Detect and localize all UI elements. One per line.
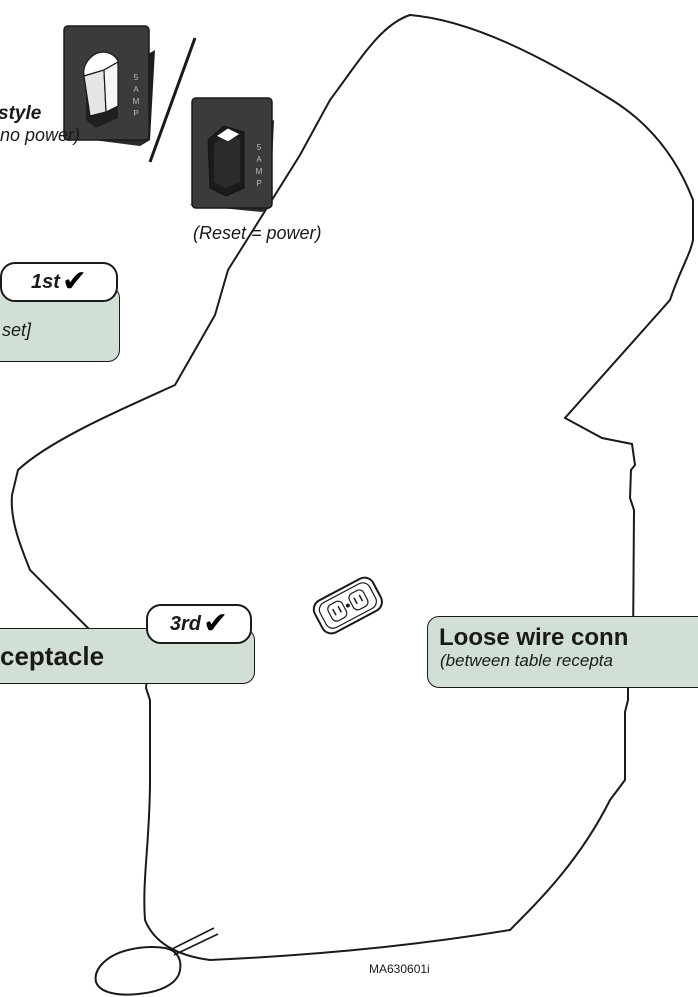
svg-text:A: A	[133, 85, 139, 94]
checkmark-icon: ✔	[61, 264, 88, 299]
breaker-switch-reset: 5 A M P	[190, 97, 274, 212]
svg-text:P: P	[133, 109, 138, 118]
badge-1st: 1st ✔	[0, 262, 118, 302]
switch-style-title: style	[0, 103, 42, 124]
callout-1st-text: set]	[2, 320, 32, 340]
figure-id: MA630601i	[369, 962, 430, 976]
amp-rating-label-1: 5	[134, 73, 139, 82]
svg-text:M: M	[256, 167, 263, 176]
callout-loose-wire-title: Loose wire conn	[439, 624, 629, 651]
separator-slash	[148, 37, 197, 163]
svg-text:5: 5	[257, 143, 262, 152]
pedal-cord-a	[169, 927, 215, 951]
svg-text:A: A	[256, 155, 262, 164]
foot-pedal	[94, 945, 182, 996]
badge-1st-label: 1st	[30, 270, 60, 293]
svg-text:P: P	[256, 179, 261, 188]
callout-3rd-text: ceptacle	[0, 641, 105, 671]
receptacle	[312, 576, 383, 635]
pedal-cord-b	[173, 933, 219, 956]
checkmark-icon: ✔	[202, 606, 229, 641]
table-outline	[10, 13, 694, 962]
badge-3rd-label: 3rd	[169, 612, 201, 635]
callout-loose-wire-subtitle: (between table recepta	[440, 651, 613, 670]
callout-loose-wire	[427, 616, 698, 688]
svg-text:M: M	[133, 97, 140, 106]
badge-3rd: 3rd ✔	[146, 604, 252, 644]
switch-reset-caption: (Reset = power)	[193, 223, 322, 243]
breaker-switch-tripped: 5 A M P	[62, 25, 155, 146]
switch-trip-caption: no power)	[0, 125, 81, 145]
